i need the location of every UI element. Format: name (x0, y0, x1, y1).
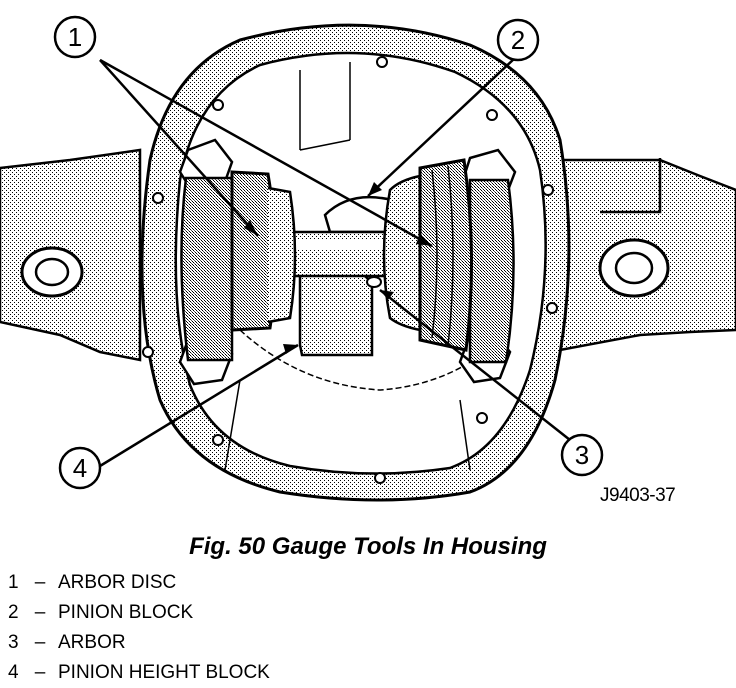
bearing-caps (180, 176, 515, 364)
gauge-tools-diagram: 1 2 3 4 (0, 15, 736, 502)
legend-item-separator: – (34, 632, 46, 653)
legend-item-number: 1 (8, 572, 19, 593)
arbor-disc-left (230, 170, 297, 332)
callout-2: 2 (496, 18, 540, 62)
axle-housing-right (558, 158, 736, 352)
callout-2-number: 2 (511, 25, 525, 55)
legend-item-label: ARBOR DISC (58, 572, 177, 593)
callout-3-number: 3 (575, 440, 589, 470)
legend-item: 2–PINION BLOCK (8, 598, 270, 628)
callout-3: 3 (560, 433, 604, 477)
legend-item-separator: – (34, 662, 46, 683)
figure-caption: Fig. 50 Gauge Tools In Housing (189, 533, 547, 560)
legend-item: 1–ARBOR DISC (8, 568, 270, 598)
legend-item-number: 4 (8, 662, 19, 683)
legend-item: 4–PINION HEIGHT BLOCK (8, 658, 270, 688)
arbor-disc-right (382, 158, 474, 352)
legend-item-label: PINION HEIGHT BLOCK (58, 662, 270, 683)
legend-item-separator: – (34, 602, 46, 623)
legend-item-label: ARBOR (58, 632, 126, 653)
legend-item-number: 3 (8, 632, 19, 653)
legend-item: 3–ARBOR (8, 628, 270, 658)
callout-1-number: 1 (68, 22, 82, 52)
axle-housing-left (0, 148, 142, 362)
legend-item-number: 2 (8, 602, 19, 623)
callout-4-number: 4 (73, 453, 87, 483)
leader-arrowheads (244, 182, 432, 354)
legend-item-label: PINION BLOCK (58, 602, 194, 623)
callout-1: 1 (53, 15, 97, 59)
figure-reference-code: J9403-37 (600, 485, 676, 506)
legend-list: 1–ARBOR DISC 2–PINION BLOCK 3–ARBOR 4–PI… (8, 568, 270, 688)
callout-4: 4 (58, 446, 102, 490)
legend-item-separator: – (34, 572, 46, 593)
leader-lines (99, 57, 571, 468)
